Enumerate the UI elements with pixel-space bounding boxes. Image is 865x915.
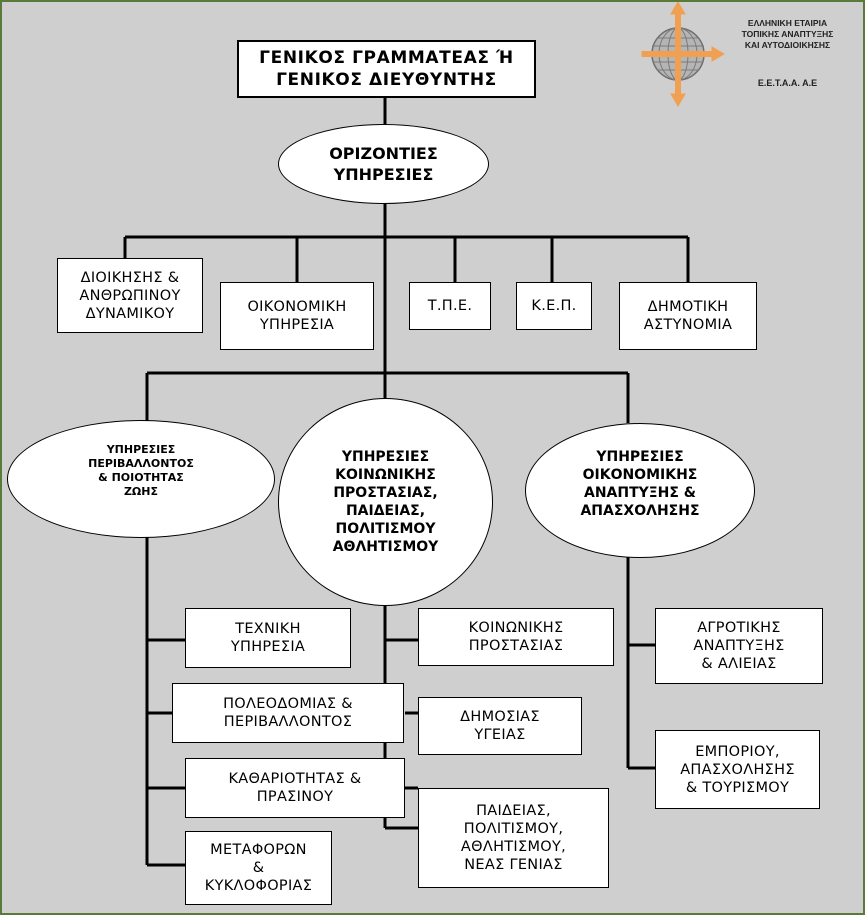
horizontal-services-ellipse: ΟΡΙΖΟΝΤΙΕΣ ΥΠΗΡΕΣΙΕΣ [278,124,489,204]
globe-with-arrows-icon [641,2,725,107]
unit-agriculture: ΑΓΡΟΤΙΚΗΣ ΑΝΑΠΤΥΞΗΣ & ΑΛΙΕΙΑΣ [655,608,823,684]
eetaa-logo: ΕΛΛΗΝΙΚΗ ΕΤΑΙΡΙΑ ΤΟΠΙΚΗΣ ΑΝΑΠΤΥΞΗΣ ΚΑΙ Α… [640,2,865,107]
unit-tpe: Τ.Π.Ε. [409,282,491,330]
unit-finance: ΟΙΚΟΝΟΜΙΚΗ ΥΠΗΡΕΣΙΑ [220,282,374,350]
unit-municipal-police: ΔΗΜΟΤΙΚΗ ΑΣΤΥΝΟΜΙΑ [619,282,757,350]
unit-education-culture: ΠΑΙΔΕΙΑΣ, ΠΟΛΙΤΙΣΜΟΥ, ΑΘΛΗΤΙΣΜΟΥ, ΝΕΑΣ Γ… [418,788,609,888]
unit-cleaning: ΚΑΘΑΡΙΟΤΗΤΑΣ & ΠΡΑΣΙΝΟΥ [185,758,405,818]
unit-public-health: ΔΗΜΟΣΙΑΣ ΥΓΕΙΑΣ [418,697,582,755]
unit-urban-planning: ΠΟΛΕΟΔΟΜΙΑΣ & ΠΕΡΙΒΑΛΛΟΝΤΟΣ [172,683,404,743]
unit-administration: ΔΙΟΙΚΗΣΗΣ & ΑΝΘΡΩΠΙΝΟΥ ΔΥΝΑΜΙΚΟΥ [57,258,203,333]
unit-technical-service: ΤΕΧΝΙΚΗ ΥΠΗΡΕΣΙΑ [185,608,351,668]
sector-economic-ellipse: ΥΠΗΡΕΣΙΕΣ ΟΙΚΟΝΟΜΙΚΗΣ ΑΝΑΠΤΥΞΗΣ & ΑΠΑΣΧΟ… [525,423,755,558]
logo-company-name: ΕΛΛΗΝΙΚΗ ΕΤΑΙΡΙΑ ΤΟΠΙΚΗΣ ΑΝΑΠΤΥΞΗΣ ΚΑΙ Α… [741,18,834,50]
unit-transport: ΜΕΤΑΦΟΡΩΝ & ΚΥΚΛΟΦΟΡΙΑΣ [185,831,332,905]
sector-environment-ellipse: ΥΠΗΡΕΣΙΕΣ ΠΕΡΙΒΑΛΛΟΝΤΟΣ & ΠΟΙΟΤΗΤΑΣ ΖΩΗΣ [7,420,275,538]
unit-kep: Κ.Ε.Π. [516,282,592,330]
logo-abbreviation: Ε.Ε.Τ.Α.Α. Α.Ε [757,78,818,88]
sector-social-ellipse: ΥΠΗΡΕΣΙΕΣ ΚΟΙΝΩΝΙΚΗΣ ΠΡΟΣΤΑΣΙΑΣ, ΠΑΙΔΕΙΑ… [278,398,493,606]
unit-social-protection: ΚΟΙΝΩΝΙΚΗΣ ΠΡΟΣΤΑΣΙΑΣ [418,608,614,666]
unit-commerce: ΕΜΠΟΡΙΟΥ, ΑΠΑΣΧΟΛΗΣΗΣ & ΤΟΥΡΙΣΜΟΥ [655,730,820,809]
general-secretary-box: ΓΕΝΙΚΟΣ ΓΡΑΜΜΑΤΕΑΣ Ή ΓΕΝΙΚΟΣ ΔΙΕΥΘΥΝΤΗΣ [237,40,536,98]
